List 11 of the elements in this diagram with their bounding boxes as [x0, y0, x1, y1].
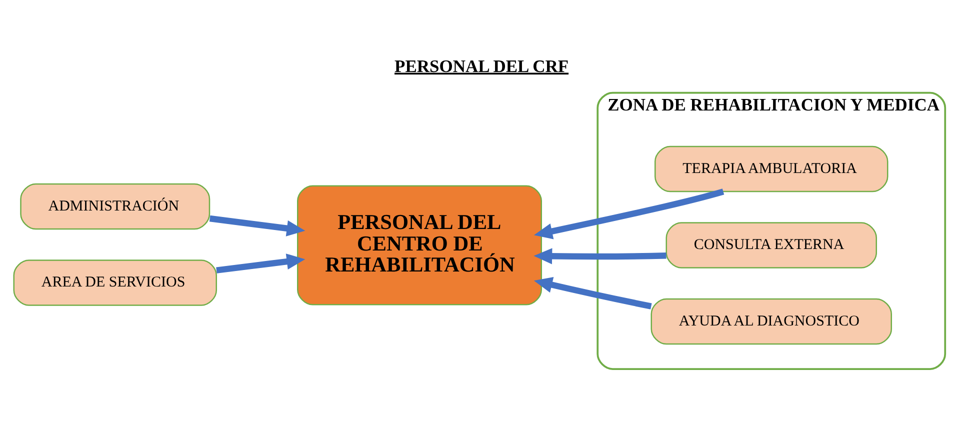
node-box: CONSULTA EXTERNA — [666, 222, 877, 268]
node-box: AYUDA AL DIAGNOSTICO — [650, 298, 892, 344]
arrow — [216, 253, 306, 273]
diagram-title: PERSONAL DEL CRF — [394, 55, 569, 76]
node-box: TERAPIA AMBULATORIA — [654, 145, 888, 192]
node-box: PERSONAL DEL CENTRO DE REHABILITACIÓN — [297, 184, 542, 305]
arrow — [534, 248, 666, 264]
node-box: AREA DE SERVICIOS — [13, 259, 217, 306]
arrow — [209, 214, 306, 236]
arrow — [534, 276, 652, 309]
node-box: ADMINISTRACIÓN — [20, 182, 210, 230]
